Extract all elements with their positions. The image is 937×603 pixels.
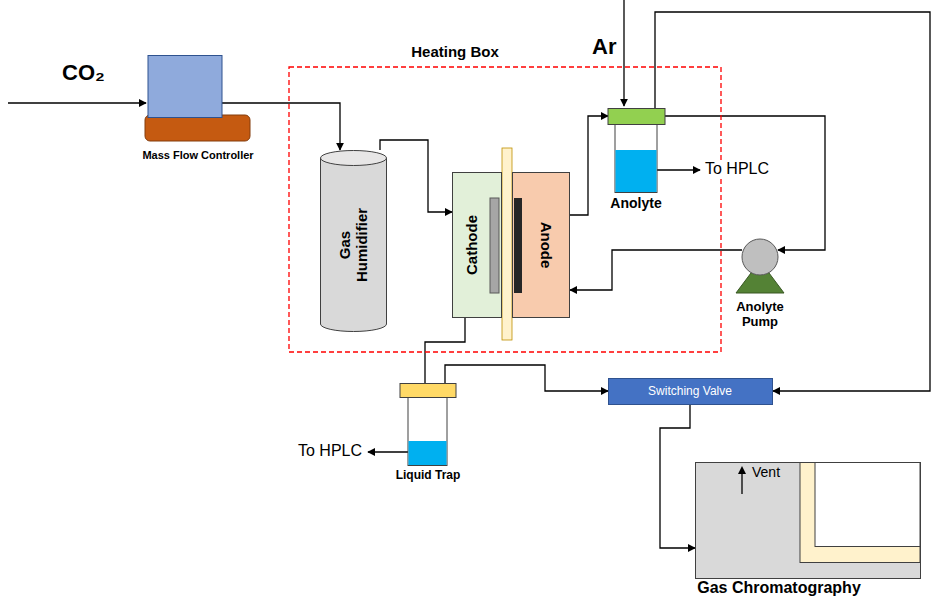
anolyte-bottle: Anolyte: [603, 108, 669, 212]
node-label: Gas Humidifier: [336, 200, 371, 290]
sample-arrow: [657, 169, 700, 170]
node-label: Liquid Trap: [390, 469, 466, 483]
outlet-label: To HPLC: [703, 160, 771, 178]
flow-line: [570, 116, 608, 215]
gas-label: CO₂: [62, 60, 105, 85]
gas-label: Ar: [592, 34, 616, 59]
node-label: Heating Box: [365, 43, 545, 60]
node-label: Gas Chromatography: [693, 579, 865, 597]
node-label: Mass Flow Controller: [128, 149, 268, 162]
cathode: Cathode: [452, 172, 502, 318]
flow-line: [655, 12, 930, 391]
node-label: Anode: [537, 180, 554, 310]
node-label: Cathode: [463, 180, 480, 310]
liquid-trap: Liquid Trap: [390, 383, 466, 487]
heating-box: Heating BoxGas Humidifier Cathode Anode Ano…: [288, 40, 722, 354]
flow-line: [445, 365, 608, 391]
inlet-arrow: [8, 102, 146, 103]
anolyte-pump: Anolyte Pump: [726, 237, 794, 337]
sample-arrow: [368, 451, 408, 452]
mass-flow-controller: Mass Flow Controller: [128, 55, 268, 167]
inlet-arrow: [623, 0, 624, 106]
gas-chromatograph: Gas Chromatography: [695, 462, 935, 600]
node-label: Switching Valve: [610, 385, 770, 399]
gas-humidifier: Gas Humidifier: [320, 150, 387, 332]
node-label: Anolyte Pump: [726, 300, 794, 330]
membrane: [502, 148, 512, 340]
outlet-label: To HPLC: [296, 442, 364, 460]
flow-line: [380, 140, 452, 212]
flow-line: [660, 405, 695, 548]
flow-line: [665, 116, 825, 250]
vent-label: Vent: [752, 464, 780, 480]
node-label: Anolyte: [603, 195, 669, 211]
switching-valve: Switching Valve: [608, 378, 773, 405]
flow-line: [570, 250, 742, 290]
anode: Anode: [512, 172, 570, 318]
